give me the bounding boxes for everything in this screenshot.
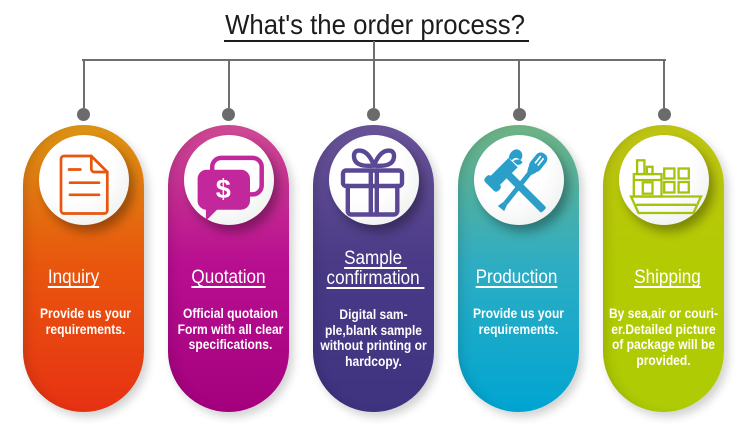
svg-text:$: $ <box>215 174 230 204</box>
